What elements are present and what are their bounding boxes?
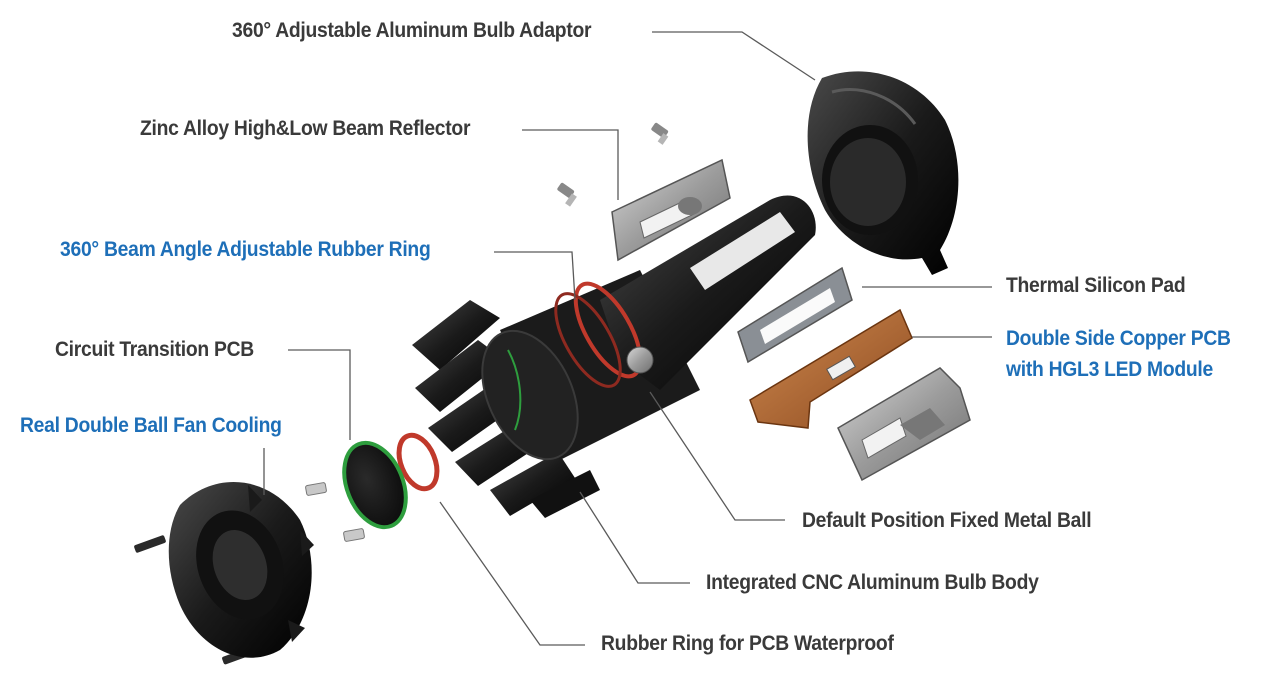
label-copper-pcb-line1: Double Side Copper PCB — [1006, 327, 1231, 350]
bulb-adaptor-part — [807, 71, 959, 275]
fan-part — [168, 482, 314, 658]
reflector-screws — [557, 122, 669, 207]
bulb-body-part — [412, 195, 816, 518]
label-beam-rubber-ring: 360° Beam Angle Adjustable Rubber Ring — [60, 238, 431, 261]
label-bulb-body: Integrated CNC Aluminum Bulb Body — [706, 571, 1039, 594]
label-fan-cooling: Real Double Ball Fan Cooling — [20, 414, 282, 437]
label-waterproof-ring: Rubber Ring for PCB Waterproof — [601, 632, 894, 655]
label-copper-pcb-line2: with HGL3 LED Module — [1006, 358, 1213, 381]
label-metal-ball: Default Position Fixed Metal Ball — [802, 509, 1092, 532]
leader-lines — [263, 31, 992, 646]
label-thermal-pad: Thermal Silicon Pad — [1006, 274, 1186, 297]
reflector-part — [611, 158, 731, 262]
waterproof-ring-part — [396, 432, 440, 492]
copper-pcb-part — [749, 308, 913, 429]
lower-reflector-part — [837, 367, 971, 482]
circuit-pcb-part — [342, 440, 408, 530]
label-bulb-adaptor: 360° Adjustable Aluminum Bulb Adaptor — [232, 19, 592, 42]
label-reflector: Zinc Alloy High&Low Beam Reflector — [140, 117, 471, 140]
label-circuit-pcb: Circuit Transition PCB — [55, 338, 254, 361]
thermal-pad-part — [737, 266, 853, 364]
